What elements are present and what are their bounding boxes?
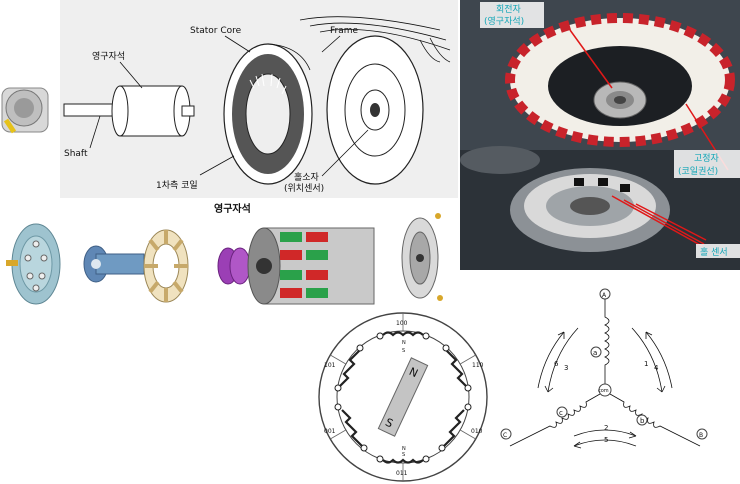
terminal-c-label: C: [503, 432, 507, 439]
coil-pole-lower-right: [438, 403, 472, 452]
purple-ring: [217, 247, 251, 285]
exploded-magnet-label: 영구자석: [214, 202, 251, 215]
rotor-arrow: [569, 29, 613, 89]
hall-sensor-photo-label: 홀 센서: [700, 246, 728, 258]
seq-4: 4: [654, 364, 659, 372]
coil-a-label: a: [593, 349, 597, 357]
seq-1: 1: [644, 360, 648, 368]
seq-6: 6: [554, 360, 559, 368]
motor-photo-panel: 회전자 (영구자석) 고정자 (코일권선) 홀 센서: [460, 0, 740, 270]
stator-core-label: Stator Core: [190, 26, 242, 36]
rotor-drawing: [593, 81, 647, 119]
common-node: [598, 383, 612, 397]
seq-2: 2: [604, 424, 608, 432]
frame-label: Frame: [330, 26, 359, 36]
coil-a: [604, 299, 610, 389]
stator-diagram: 100 110 010 011 001 101 N S N S N: [318, 312, 488, 482]
coil-pole-bottom: [376, 455, 430, 464]
stator-core-drawing: [223, 43, 313, 185]
code-100: 100: [396, 320, 408, 327]
pole-s-bottom: S: [402, 452, 405, 458]
flow-arrow-5: [573, 439, 637, 447]
seq-3: 3: [564, 364, 568, 372]
coil-pole-upper-left: [334, 344, 364, 392]
exploded-view-panel: 영구자석: [0, 198, 458, 318]
code-001: 001: [324, 428, 336, 435]
stator-sublabel: (코일권선): [678, 165, 718, 177]
flow-arrow-1: [631, 327, 663, 393]
code-010: 010: [471, 428, 483, 435]
code-110: 110: [472, 362, 484, 369]
hall-sensor-label: 홀소자: [294, 171, 320, 183]
terminal-b-label: B: [699, 432, 703, 439]
pole-s-top: S: [402, 348, 405, 354]
shaft-label: Shaft: [64, 149, 88, 159]
coil-c-label: c: [559, 409, 563, 417]
small-motor-photo: [1, 87, 49, 134]
stator-segments: [143, 229, 189, 303]
rotor-magnet-bar: N S: [377, 357, 429, 437]
flow-arrow-4: [645, 331, 673, 389]
end-cap: [401, 213, 443, 301]
seq-5: 5: [604, 436, 608, 444]
flow-arrow-2: [573, 429, 637, 437]
stator-diagram-panel: 100 110 010 011 001 101 N S N S N: [312, 310, 494, 484]
rotor-s-label: S: [383, 416, 395, 431]
coil-b: [609, 393, 701, 447]
flow-arrow-6: [537, 331, 565, 389]
stator-coil-ring: [505, 13, 735, 147]
motor-sketch: 영구자석 Stator Core Frame Shaft 1차측 코일 홀소자 …: [1, 0, 458, 198]
magnet-label: 영구자석: [92, 51, 125, 62]
shaft-and-magnet: [63, 85, 195, 137]
coil-pole-upper-right: [442, 344, 472, 392]
hall-sensor-housing: [510, 168, 670, 252]
end-plate: [11, 223, 61, 305]
terminal-a-label: A: [602, 292, 607, 299]
terminal-c: [500, 428, 512, 440]
coil-pole-lower-left: [334, 403, 368, 452]
motor-photo: 회전자 (영구자석) 고정자 (코일권선) 홀 센서: [460, 0, 740, 270]
coil-c: [509, 393, 601, 447]
rotor-label: 회전자: [496, 4, 522, 15]
flow-arrow-3: [547, 327, 579, 393]
stator-label: 고정자: [694, 153, 720, 164]
winding-diagram: A a com c C b B 6 3 1 4 2 5: [500, 288, 708, 449]
pole-n-bottom: N: [402, 446, 406, 452]
magnet-rotor: [247, 227, 375, 305]
motor-sketch-panel: 영구자석 Stator Core Frame Shaft 1차측 코일 홀소자 …: [0, 0, 458, 198]
code-101: 101: [324, 362, 336, 369]
rotor-sublabel: (영구자석): [484, 16, 524, 27]
hall-sensor-sublabel: (위치센서): [284, 182, 324, 194]
coil-pole-top: [376, 331, 430, 340]
hub: [83, 245, 145, 283]
exploded-view: 영구자석: [0, 198, 458, 318]
coil-b-label: b: [640, 417, 645, 425]
winding-diagram-panel: A a com c C b B 6 3 1 4 2 5: [494, 284, 740, 484]
pole-n-top: N: [402, 340, 406, 346]
coil-label: 1차측 코일: [156, 179, 198, 191]
code-011: 011: [396, 470, 408, 477]
terminal-b: [696, 428, 708, 440]
common-label: com: [598, 388, 609, 394]
